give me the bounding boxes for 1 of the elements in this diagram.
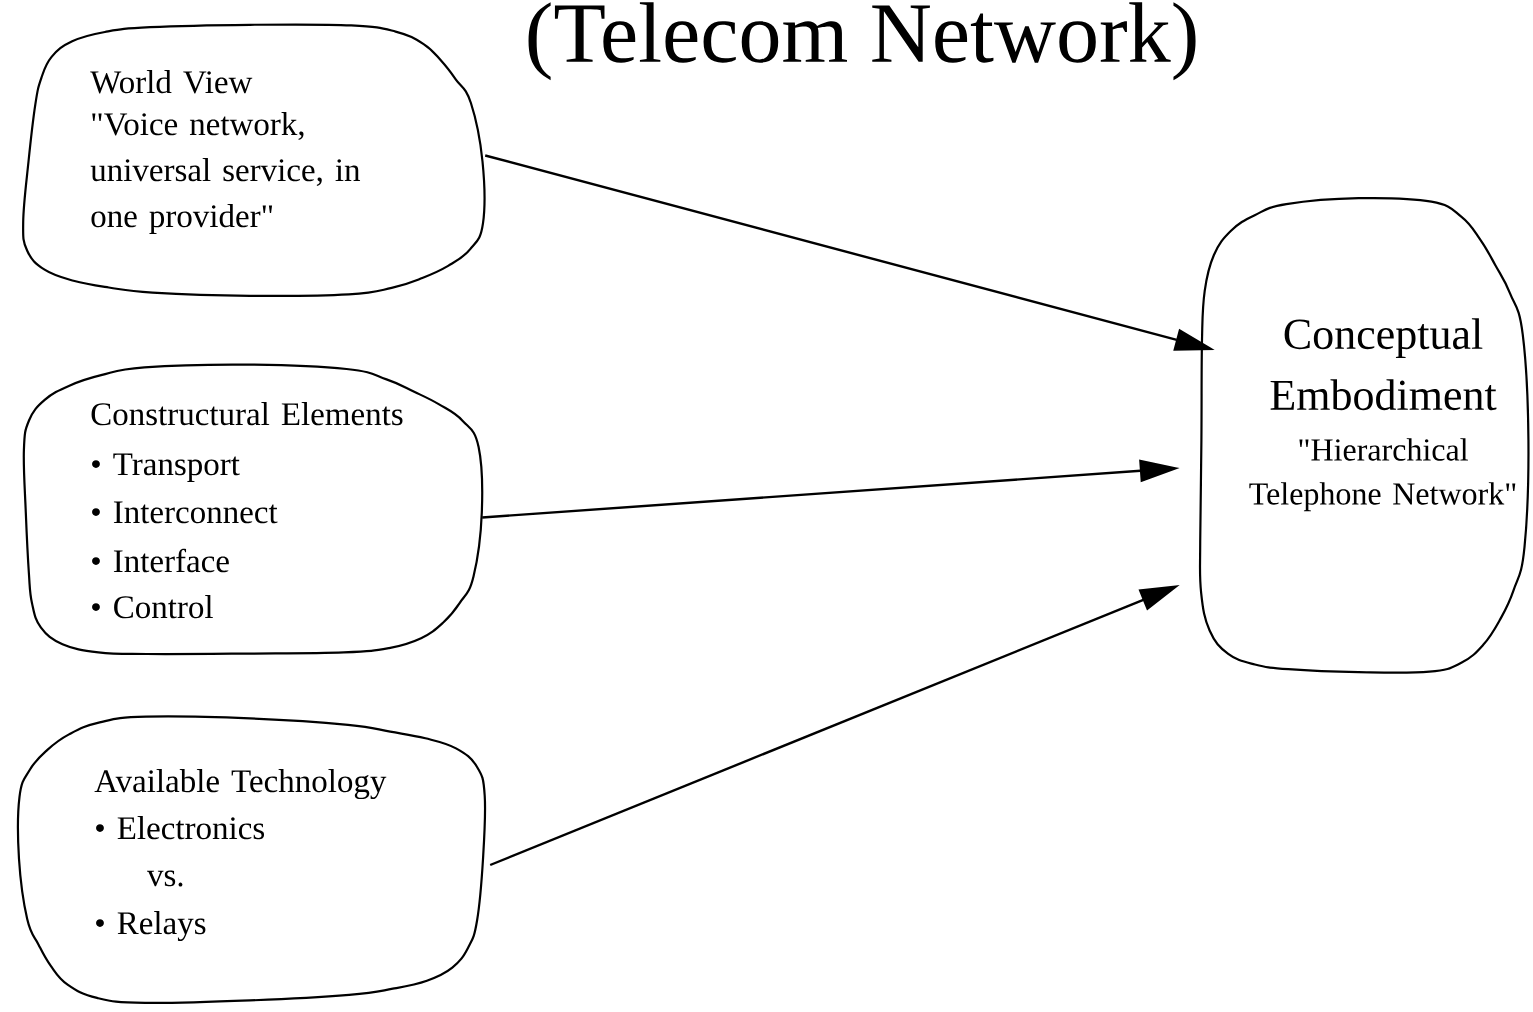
- title: (Telecom Network): [528, 2, 1196, 81]
